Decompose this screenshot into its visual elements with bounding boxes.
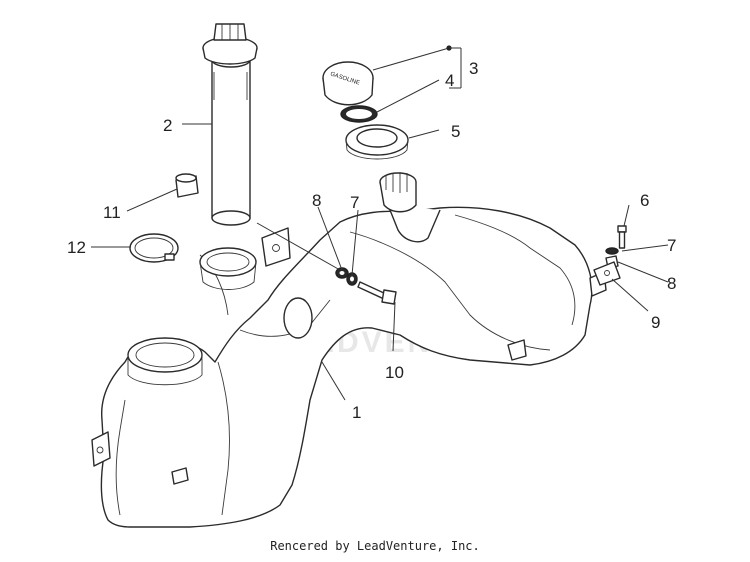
part-2-fuel-pump bbox=[202, 23, 258, 226]
part-8-washer-center bbox=[335, 267, 349, 279]
callout-1: 1 bbox=[352, 403, 361, 422]
part-9-bracket bbox=[593, 261, 621, 286]
callout-8-right: 8 bbox=[667, 274, 676, 293]
part-3-fuel-cap: GASOLINE bbox=[322, 61, 374, 106]
callout-2: 2 bbox=[163, 116, 172, 135]
callout-12: 12 bbox=[67, 238, 86, 257]
callout-3: 3 bbox=[469, 59, 478, 78]
callout-8-center: 8 bbox=[312, 191, 321, 210]
part-7-washer-center bbox=[346, 272, 358, 286]
part-12-hose-clamp bbox=[129, 233, 179, 263]
callout-9: 9 bbox=[651, 313, 660, 332]
part-4-o-ring bbox=[340, 105, 378, 123]
callout-4: 4 bbox=[445, 71, 454, 90]
part-10-bolt-center bbox=[357, 281, 397, 305]
callout-10: 10 bbox=[385, 363, 404, 382]
callout-5: 5 bbox=[451, 122, 460, 141]
callout-6: 6 bbox=[640, 191, 649, 210]
callout-7-right: 7 bbox=[667, 236, 676, 255]
part-7-washer-right bbox=[605, 247, 619, 255]
footer-credit: Rencered by LeadVenture, Inc. bbox=[270, 539, 480, 553]
part-6-bolt bbox=[617, 225, 627, 249]
callout-7-center: 7 bbox=[350, 193, 359, 212]
callout-11: 11 bbox=[103, 203, 121, 222]
part-5-filler-ring bbox=[345, 124, 409, 160]
callout-labels: 1 2 3 4 5 6 7 7 8 8 9 10 11 12 bbox=[67, 59, 676, 422]
leader-lines bbox=[91, 45, 669, 401]
part-11-sleeve bbox=[175, 173, 199, 198]
